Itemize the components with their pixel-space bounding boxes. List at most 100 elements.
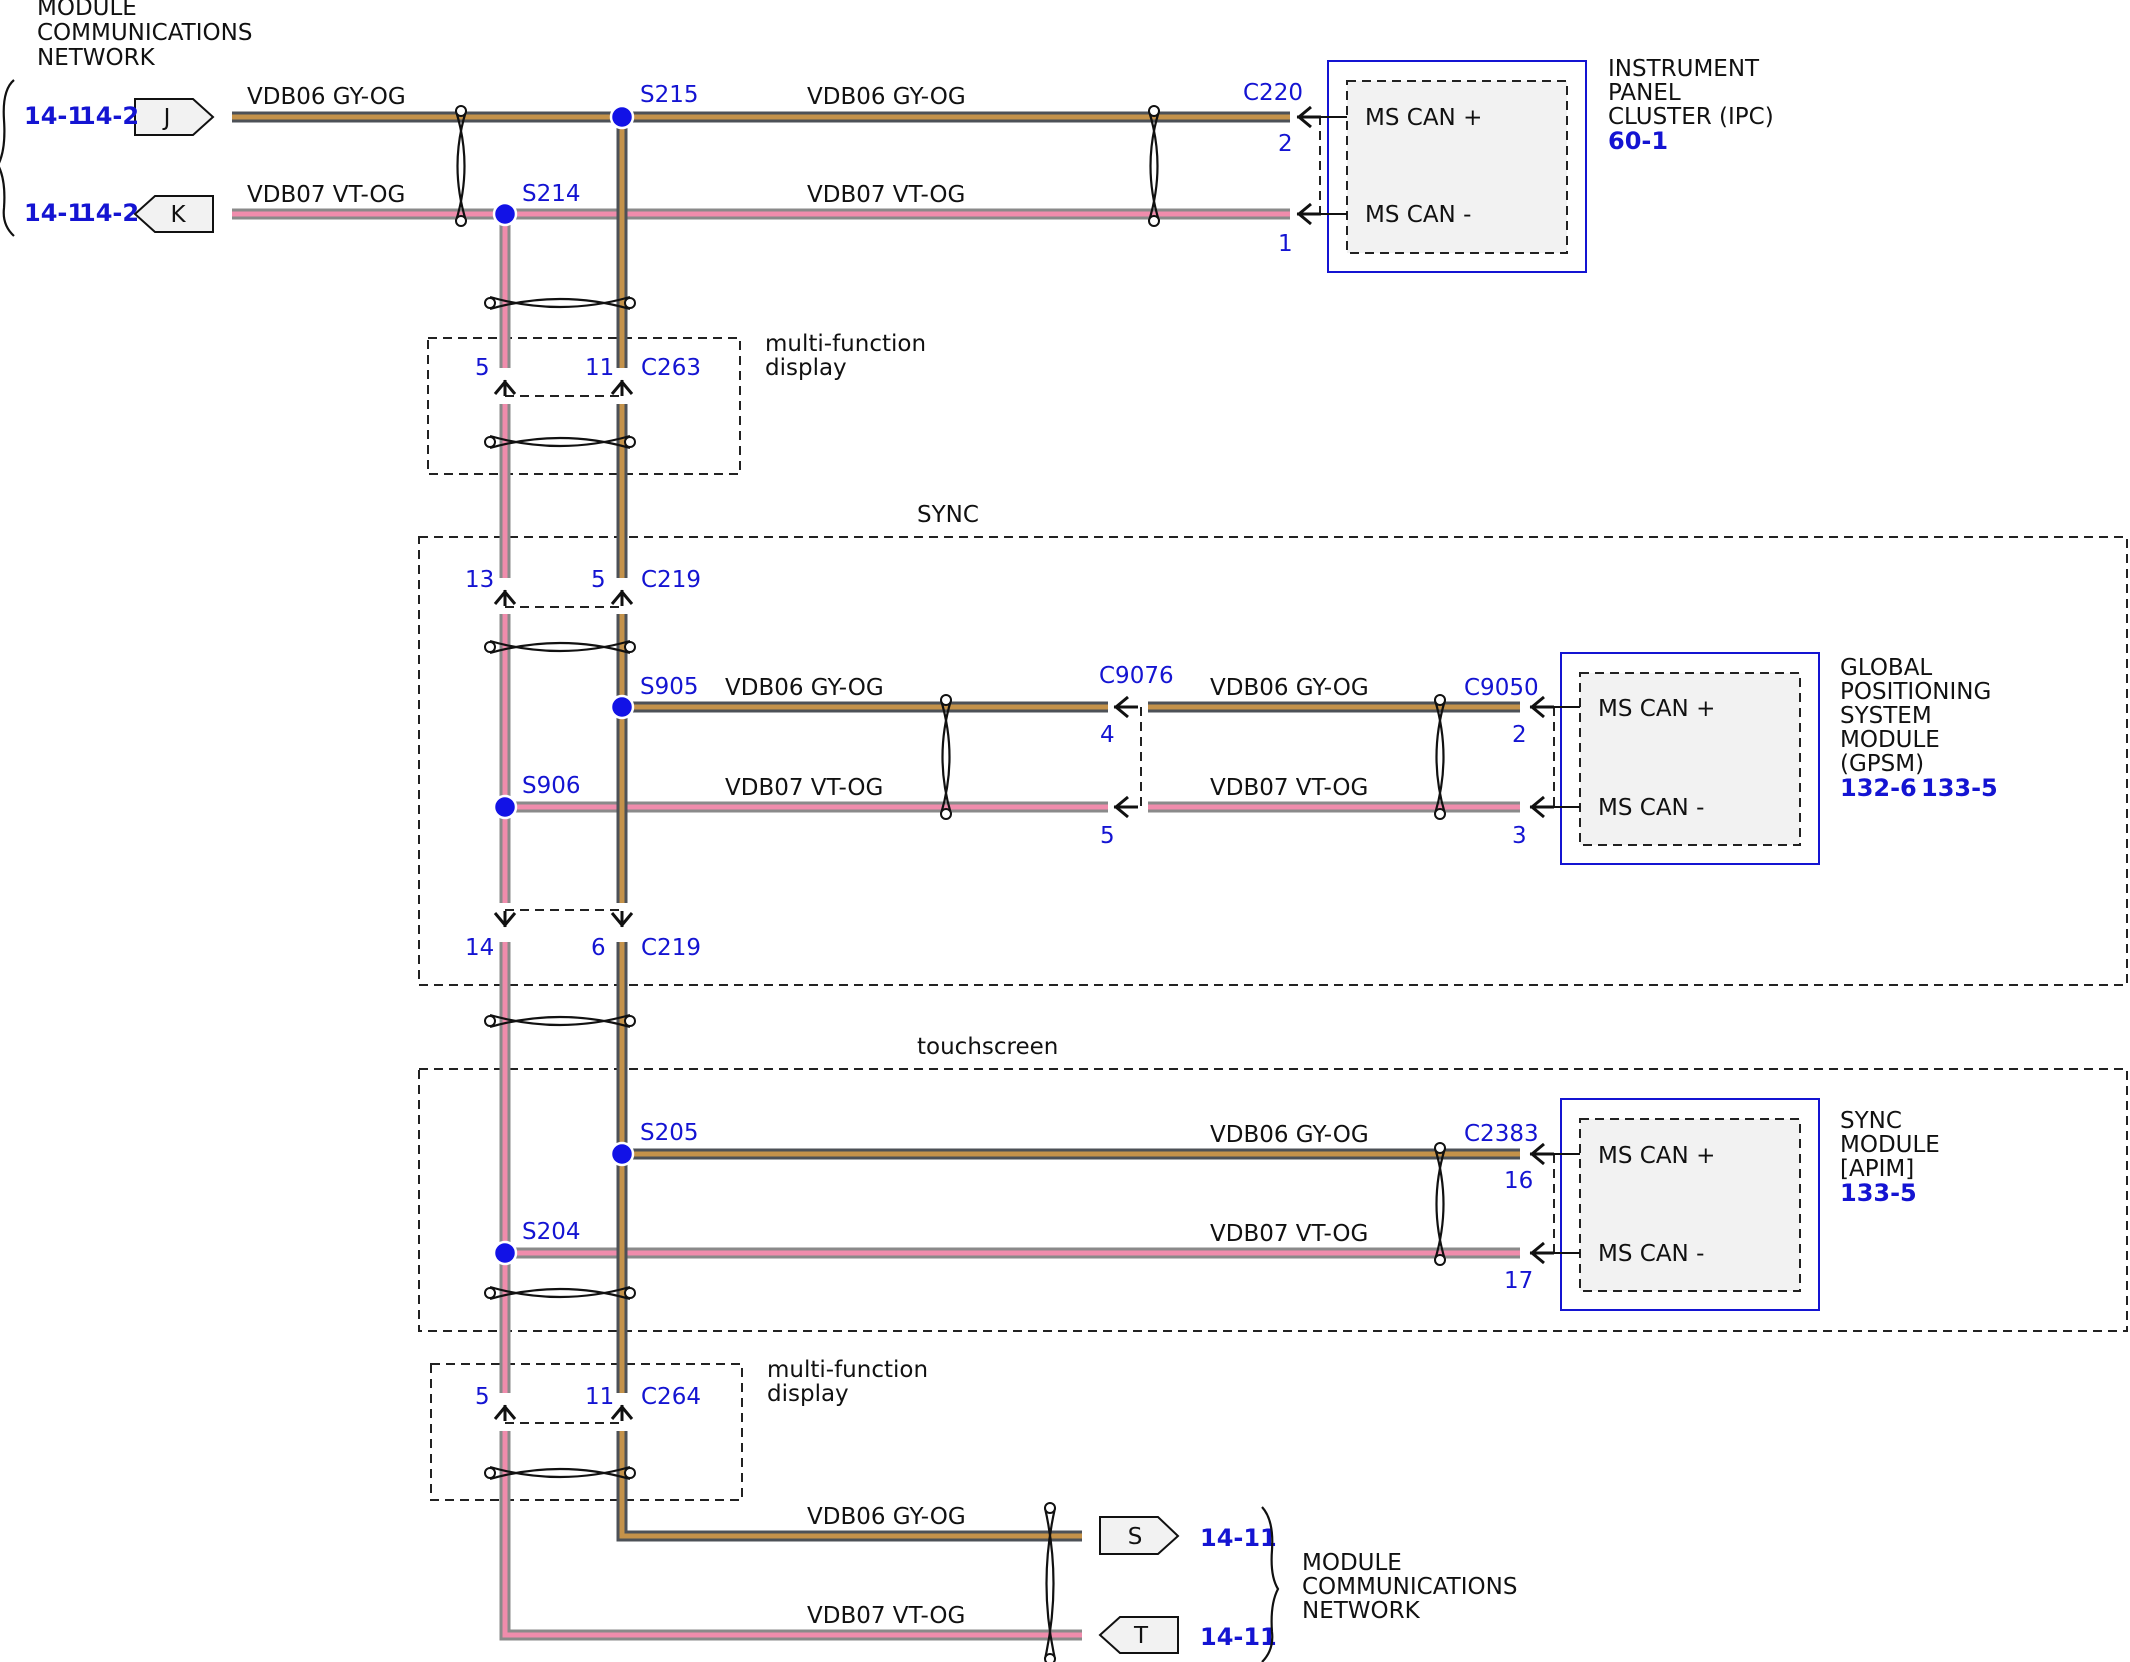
module-ipc-title-1: INSTRUMENT bbox=[1608, 56, 1760, 82]
wire-vt-bottom bbox=[502, 1431, 1082, 1638]
module-gpsm-ref-2: 133-5 bbox=[1921, 774, 1998, 802]
twist-v-4-end-bottom bbox=[1434, 808, 1446, 820]
twist-v-5-end-bottom bbox=[1434, 1254, 1446, 1266]
network-top-brace bbox=[0, 79, 15, 237]
module-gpsm-title-3: SYSTEM bbox=[1840, 703, 1932, 729]
pin-c263-vt: 5 bbox=[475, 355, 490, 381]
pin-c2383-plus: 16 bbox=[1504, 1168, 1533, 1194]
connector-c2383-label: C2383 bbox=[1464, 1121, 1539, 1147]
wire-label-vt-sync-left: VDB07 VT-OG bbox=[725, 775, 883, 801]
zone-mfd-top-label-1: multi-function bbox=[765, 331, 926, 357]
offpage-j-ref-2: 14-2 bbox=[79, 102, 139, 130]
twist-v-3-b bbox=[941, 699, 953, 815]
twist-h-4-end-left bbox=[484, 1015, 496, 1027]
twist-v-5-b bbox=[1435, 1147, 1447, 1261]
splice-s215-label: S215 bbox=[640, 82, 699, 108]
twist-h-4-end-right bbox=[624, 1015, 636, 1027]
wire-label-gy-touch: VDB06 GY-OG bbox=[1210, 1122, 1369, 1148]
twist-h-3-a bbox=[489, 639, 631, 653]
twist-h-3-end-right bbox=[624, 641, 636, 653]
splice-s204 bbox=[492, 1240, 518, 1266]
splice-s215 bbox=[609, 104, 635, 130]
twist-v-3-end-bottom bbox=[940, 808, 952, 820]
twist-h-2-a bbox=[489, 434, 631, 448]
module-ipc-ref: 60-1 bbox=[1608, 127, 1668, 155]
twist-h-5-a bbox=[489, 1285, 631, 1299]
twist-v-4-b bbox=[1435, 699, 1447, 815]
module-gpsm-pin-plus: MS CAN + bbox=[1598, 696, 1715, 722]
network-top-line-2: COMMUNICATIONS bbox=[37, 20, 252, 46]
pin-c263-gy: 11 bbox=[585, 355, 614, 381]
module-ipc-pin-plus: MS CAN + bbox=[1365, 105, 1482, 131]
splice-s214 bbox=[492, 201, 518, 227]
zone-mfd-top bbox=[427, 337, 741, 475]
wire-label-gy-top-right: VDB06 GY-OG bbox=[807, 84, 966, 110]
offpage-j-letter: J bbox=[162, 105, 171, 131]
twist-h-6-a bbox=[489, 1465, 631, 1479]
twist-h-2-b bbox=[489, 436, 631, 450]
zone-mfd-bottom-label-1: multi-function bbox=[767, 1357, 928, 1383]
twist-v-6-end-bottom bbox=[1044, 1653, 1056, 1662]
splices bbox=[492, 104, 635, 1266]
offpage-k-letter: K bbox=[170, 202, 186, 228]
twist-h-4-a bbox=[489, 1013, 631, 1027]
module-gpsm-inner bbox=[1579, 672, 1801, 846]
wire-gy-bottom bbox=[619, 1431, 1082, 1539]
module-apim-title-1: SYNC bbox=[1840, 1108, 1902, 1134]
module-gpsm-title-5: (GPSM) bbox=[1840, 751, 1924, 777]
module-ipc-inner bbox=[1346, 80, 1568, 254]
pin-c264-vt: 5 bbox=[475, 1384, 490, 1410]
wire-label-vt-bottom: VDB07 VT-OG bbox=[807, 1603, 965, 1629]
offpage-k-ref-2: 14-2 bbox=[79, 199, 139, 227]
offpage-k-connector bbox=[133, 195, 214, 233]
twist-h-1-b bbox=[489, 297, 631, 311]
splice-s905 bbox=[609, 694, 635, 720]
offpage-s-ref: 14-11 bbox=[1200, 1524, 1277, 1552]
splice-s906-label: S906 bbox=[522, 773, 581, 799]
splice-s205 bbox=[609, 1141, 635, 1167]
wire-label-vt-touch: VDB07 VT-OG bbox=[1210, 1221, 1368, 1247]
twist-h-4-b bbox=[489, 1015, 631, 1029]
twist-h-6-b bbox=[489, 1467, 631, 1481]
connector-c220-label: C220 bbox=[1243, 80, 1303, 106]
module-apim-ref: 133-5 bbox=[1840, 1179, 1917, 1207]
twist-h-3-end-left bbox=[484, 641, 496, 653]
offpage-t-letter: T bbox=[1133, 1623, 1149, 1649]
pin-c219t-vt: 13 bbox=[465, 567, 494, 593]
pin-c219b-vt: 14 bbox=[465, 935, 494, 961]
twist-v-4-a bbox=[1433, 699, 1445, 815]
offpage-k-ref-1: 14-1 bbox=[24, 199, 84, 227]
module-gpsm-title-1: GLOBAL bbox=[1840, 655, 1932, 681]
wire-label-vt-top-left: VDB07 VT-OG bbox=[247, 182, 405, 208]
connector-terminals bbox=[493, 105, 1554, 1421]
offpage-s-connector bbox=[1099, 1516, 1180, 1555]
module-apim-title-2: MODULE bbox=[1840, 1132, 1940, 1158]
twist-h-2-end-right bbox=[624, 436, 636, 448]
module-gpsm-title-2: POSITIONING bbox=[1840, 679, 1991, 705]
twist-h-6-end-left bbox=[484, 1467, 496, 1479]
zone-mfd-bottom bbox=[430, 1363, 743, 1501]
pin-c9076-plus: 4 bbox=[1100, 722, 1115, 748]
twist-h-5-end-right bbox=[624, 1287, 636, 1299]
pin-c2383-minus: 17 bbox=[1504, 1268, 1533, 1294]
twist-v-6-a bbox=[1043, 1507, 1055, 1660]
module-ipc-title-3: CLUSTER (IPC) bbox=[1608, 104, 1774, 130]
pin-c264-gy: 11 bbox=[585, 1384, 614, 1410]
zone-touchscreen-label: touchscreen bbox=[917, 1034, 1058, 1060]
wires bbox=[232, 111, 1520, 1641]
twist-v-5-a bbox=[1433, 1147, 1445, 1261]
wire-label-gy-sync-right: VDB06 GY-OG bbox=[1210, 675, 1369, 701]
twisted-pair-markers bbox=[454, 105, 1447, 1662]
twist-h-6-end-right bbox=[624, 1467, 636, 1479]
twist-v-2-b bbox=[1149, 110, 1161, 222]
wire-label-vt-sync-right: VDB07 VT-OG bbox=[1210, 775, 1368, 801]
connector-c219-bot-label: C219 bbox=[641, 935, 701, 961]
pin-c9076-minus: 5 bbox=[1100, 823, 1115, 849]
twist-v-2-a bbox=[1147, 110, 1159, 222]
twist-v-1-a bbox=[454, 110, 466, 222]
twist-v-3-a bbox=[939, 699, 951, 815]
twist-h-5-b bbox=[489, 1287, 631, 1301]
zone-sync bbox=[418, 536, 2128, 986]
twist-h-3-b bbox=[489, 641, 631, 655]
